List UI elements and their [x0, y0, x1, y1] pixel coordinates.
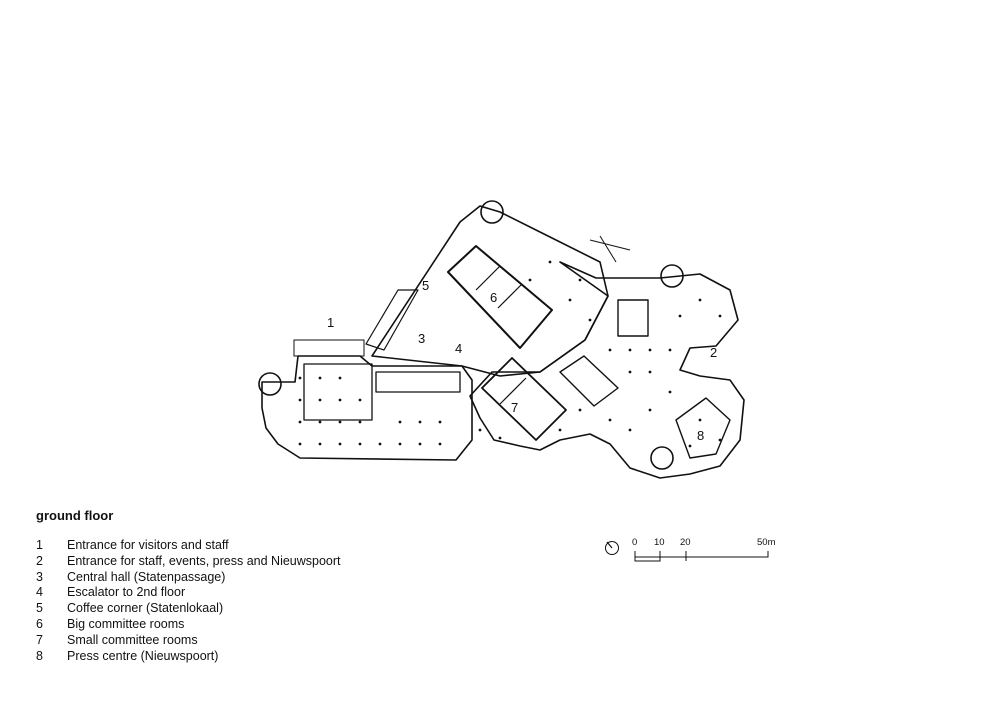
legend-item-label: Small committee rooms [67, 632, 198, 647]
legend-item-number: 4 [36, 585, 43, 600]
entrance-canopy [293, 339, 365, 357]
room-number-7: 7 [511, 400, 518, 415]
small-committee-rooms [481, 357, 567, 441]
scale-tick-0: 0 [632, 537, 638, 548]
north-arrow-icon [605, 541, 619, 555]
column-grid [298, 260, 722, 448]
legend-item: 3 Central hall (Statenpassage) [36, 570, 341, 586]
scale-bar: 0 10 20 50m [602, 537, 802, 567]
room-number-6: 6 [490, 290, 497, 305]
room-number-5: 5 [422, 278, 429, 293]
legend-item: 8 Press centre (Nieuwspoort) [36, 649, 341, 665]
room-number-1: 1 [327, 315, 334, 330]
scale-ruler [634, 551, 769, 562]
legend-item-label: Big committee rooms [67, 616, 185, 631]
legend-item-number: 6 [36, 616, 43, 631]
legend-item: 5 Coffee corner (Statenlokaal) [36, 601, 341, 617]
scale-tick-10: 10 [654, 537, 665, 548]
north-angled-entry [589, 235, 631, 263]
big-committee-room-divider-a [475, 265, 523, 309]
east-inner-block [559, 299, 649, 407]
press-centre [675, 397, 731, 459]
scale-graphic [605, 541, 769, 562]
room-number-4: 4 [455, 341, 462, 356]
stair-tower-west [258, 372, 282, 396]
legend-item-label: Coffee corner (Statenlokaal) [67, 601, 224, 616]
west-wing-inner [303, 363, 461, 421]
legend-item-number: 8 [36, 648, 43, 663]
room-number-8: 8 [697, 428, 704, 443]
central-block-outline [371, 205, 609, 377]
legend: 1 Entrance for visitors and staff 2 Entran… [36, 538, 341, 664]
legend-item-label: Central hall (Statenpassage) [67, 569, 226, 584]
stair-tower-east [660, 264, 684, 288]
stair-tower-south [650, 446, 674, 470]
legend-item-label: Escalator to 2nd floor [67, 585, 186, 600]
legend-item-label: Entrance for staff, events, press and Ni… [67, 553, 341, 568]
legend-title: ground floor [36, 508, 114, 523]
legend-item-number: 1 [36, 538, 43, 552]
scale-tick-50m: 50m [757, 537, 776, 548]
legend-item: 1 Entrance for visitors and staff [36, 538, 341, 554]
legend-item-number: 2 [36, 553, 43, 568]
room-number-2: 2 [710, 345, 717, 360]
east-wing-outline [469, 261, 745, 479]
legend-item: 2 Entrance for staff, events, press and N… [36, 554, 341, 570]
big-committee-rooms [447, 245, 553, 349]
scale-tick-20: 20 [680, 537, 691, 548]
legend-item-number: 5 [36, 601, 43, 616]
legend-item-label: Press centre (Nieuwspoort) [67, 648, 219, 663]
stair-tower-north [480, 200, 504, 224]
legend-item: 6 Big committee rooms [36, 617, 341, 633]
legend-item: 4 Escalator to 2nd floor [36, 585, 341, 601]
legend-item-number: 7 [36, 632, 43, 647]
room-number-3: 3 [418, 331, 425, 346]
escalator-hall [365, 289, 419, 351]
small-committee-room-divider [499, 377, 527, 405]
legend-item: 7 Small committee rooms [36, 633, 341, 649]
legend-item-label: Entrance for visitors and staff [67, 538, 229, 552]
legend-item-number: 3 [36, 569, 43, 584]
